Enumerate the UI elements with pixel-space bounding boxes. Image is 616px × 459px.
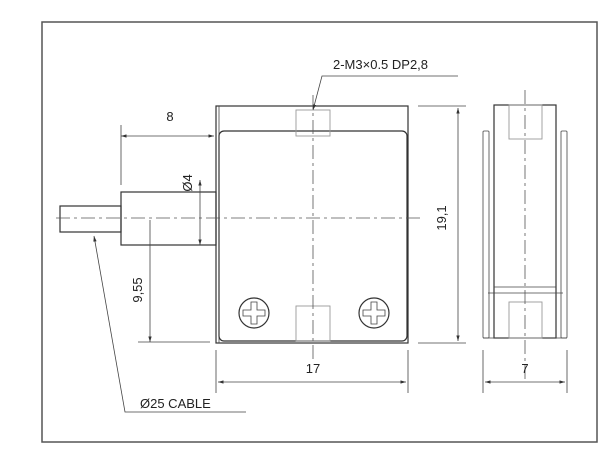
body-recess xyxy=(218,130,408,342)
screw-icon-right xyxy=(358,297,390,329)
dim-cable-length: 8 xyxy=(166,109,173,124)
cable xyxy=(59,205,122,233)
dim-cable-diameter: Ø4 xyxy=(180,174,195,191)
cable-sleeve xyxy=(120,191,217,246)
drawing-border xyxy=(41,21,598,443)
sensor-body xyxy=(215,105,409,344)
side-view xyxy=(482,90,568,380)
dim-width: 17 xyxy=(306,361,320,376)
front-view xyxy=(56,95,420,360)
cable-callout: Ø25 CABLE xyxy=(140,396,211,411)
dim-height: 19,1 xyxy=(434,205,449,230)
dimension-lines xyxy=(93,75,568,413)
thread-callout: 2-M3×0.5 DP2,8 xyxy=(333,57,428,72)
dim-center-height: 9,55 xyxy=(130,277,145,302)
dim-depth: 7 xyxy=(521,361,528,376)
screw-icon-left xyxy=(238,297,270,329)
